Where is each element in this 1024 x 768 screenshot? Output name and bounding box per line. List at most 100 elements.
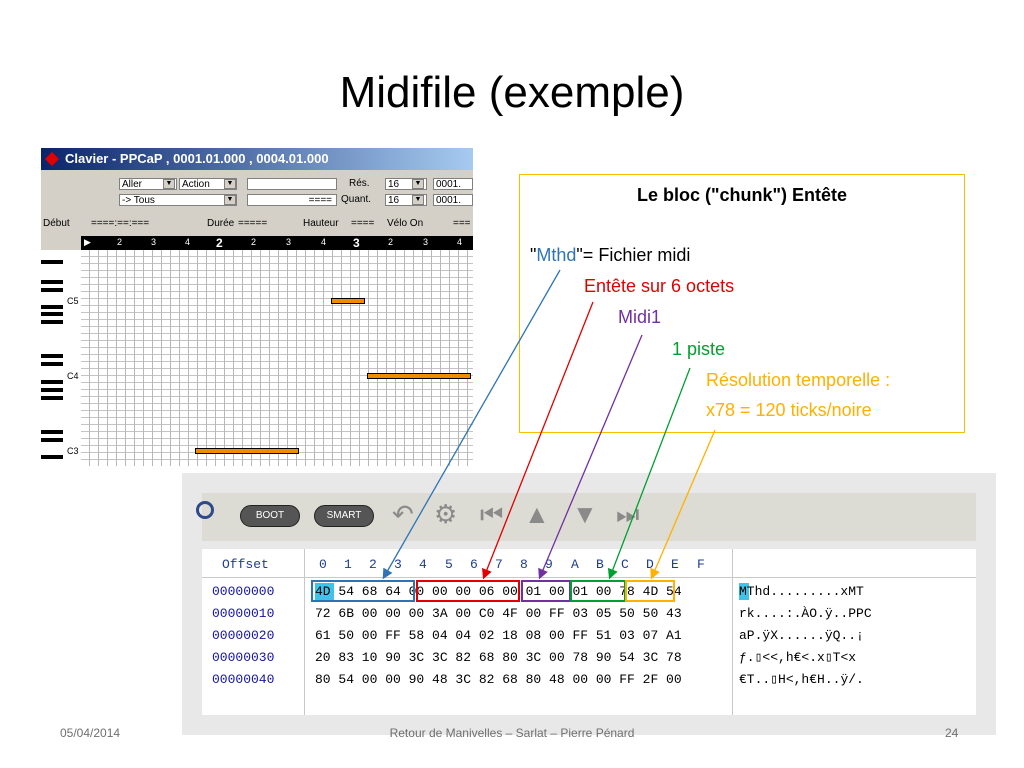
up-arrow-icon[interactable]: ▲ [524, 499, 550, 529]
dropdown-arrow-icon[interactable]: ▼ [412, 195, 424, 205]
offset-row: 00000010 [212, 606, 275, 621]
midi-note[interactable] [331, 298, 365, 304]
col-hauteur: Hauteur [303, 218, 339, 229]
position-field-2[interactable]: 0001. [433, 194, 473, 206]
black-key[interactable] [41, 354, 63, 358]
col-velo-value: === [453, 218, 471, 229]
midi-note[interactable] [367, 373, 471, 379]
aller-select[interactable]: Aller [119, 178, 177, 190]
black-key[interactable] [41, 430, 63, 434]
column-header: 7 [495, 557, 503, 572]
entete-line: Entête sur 6 octets [584, 276, 735, 296]
black-key[interactable] [41, 455, 63, 459]
mthd-line: "Mthd"= Fichier midi [530, 245, 690, 266]
black-key[interactable] [41, 388, 63, 392]
piano-keyboard[interactable]: C5 C4 C3 [41, 250, 82, 466]
equals-value: ==== [308, 195, 332, 206]
offset-row: 00000020 [212, 628, 275, 643]
black-key[interactable] [41, 288, 63, 292]
action-label: Action [182, 179, 210, 190]
ruler-tick: 4 [457, 237, 463, 247]
column-header: 3 [394, 557, 402, 572]
gear-icon[interactable]: ⚙ [434, 499, 458, 529]
hex-row[interactable]: 4D 54 68 64 00 00 00 06 00 01 00 01 00 7… [315, 584, 682, 599]
ruler-tick: 2 [117, 237, 123, 247]
column-header: 1 [344, 557, 352, 572]
footer-date: 05/04/2014 [60, 726, 121, 740]
ruler-tick: 3 [151, 237, 157, 247]
column-header: 6 [470, 557, 478, 572]
smart-button[interactable]: SMART [314, 505, 374, 527]
black-key[interactable] [41, 438, 63, 442]
column-header: A [571, 557, 579, 572]
hex-pane[interactable]: Offset 0 1 2 3 4 5 6 7 8 9 A B C D E F 0… [202, 549, 976, 715]
down-arrow-icon[interactable]: ▼ [572, 499, 598, 529]
ascii-row[interactable]: rk....:.ÀO.ÿ..PPC [739, 606, 872, 621]
length-highlight-box [416, 580, 520, 602]
playhead-icon[interactable]: ▶ [84, 237, 91, 247]
ascii-cursor-highlight [739, 583, 749, 600]
dropdown-arrow-icon[interactable]: ▼ [224, 195, 236, 205]
first-icon[interactable]: ⏮ [480, 499, 504, 529]
black-key[interactable] [41, 280, 63, 284]
ascii-row[interactable]: €T..▯H<,h€H..ÿ/. [739, 672, 864, 687]
hex-toolbar: BOOT SMART ↶ ⚙ ⏮ ▲ ▼ ⏭ [196, 493, 976, 541]
dropdown-arrow-icon[interactable]: ▼ [412, 179, 424, 189]
ascii-row[interactable]: ƒ.▯<<,h€<.x▯T<x [739, 650, 857, 665]
blank-input[interactable] [247, 178, 337, 190]
col-debut: Début [43, 218, 70, 229]
key-label-c5: C5 [67, 296, 79, 306]
column-header: 2 [369, 557, 377, 572]
ascii-row[interactable]: aP.ÿX......ÿQ..¡ [739, 628, 864, 643]
column-header: D [646, 557, 654, 572]
page-number: 24 [945, 726, 959, 740]
search-icon[interactable] [196, 501, 214, 519]
hex-row[interactable]: 80 54 00 00 90 48 3C 82 68 80 48 00 00 F… [315, 672, 682, 687]
ascii-row[interactable]: MThd.........xMT [739, 584, 864, 599]
ruler-tick: 4 [321, 237, 327, 247]
column-header: F [697, 557, 705, 572]
ruler-bar: 3 [353, 236, 360, 250]
res-label: Rés. [349, 178, 370, 189]
note-grid[interactable] [81, 250, 473, 466]
col-duree: Durée [207, 218, 235, 229]
footer-center: Retour de Manivelles – Sarlat – Pierre P… [389, 726, 635, 740]
position-value-1: 0001. [436, 179, 462, 190]
ruler-tick: 2 [388, 237, 394, 247]
dropdown-arrow-icon[interactable]: ▼ [163, 179, 175, 189]
ruler-tick: 3 [423, 237, 429, 247]
black-key[interactable] [41, 396, 63, 400]
position-field-1[interactable]: 0001. [433, 178, 473, 190]
black-key[interactable] [41, 312, 63, 316]
offset-row: 00000030 [212, 650, 275, 665]
header-chunk-info-box: Le bloc ("chunk") Entête "Mthd"= Fichier… [519, 174, 965, 433]
dropdown-arrow-icon[interactable]: ▼ [224, 179, 236, 189]
aller-label: Aller [122, 179, 143, 190]
tracks-highlight-box [570, 580, 626, 602]
hex-row[interactable]: 61 50 00 FF 58 04 04 02 18 08 00 FF 51 0… [315, 628, 682, 643]
black-key[interactable] [41, 380, 63, 384]
undo-icon[interactable]: ↶ [392, 499, 414, 529]
black-key[interactable] [41, 305, 63, 309]
hex-row[interactable]: 72 6B 00 00 00 3A 00 C0 4F 00 FF 03 05 5… [315, 606, 682, 621]
key-label-c4: C4 [67, 371, 79, 381]
mthd-word: Mthd [536, 245, 577, 265]
mthd-quote: " [530, 245, 537, 265]
boot-button[interactable]: BOOT [240, 505, 300, 527]
black-key[interactable] [41, 362, 63, 366]
ruler-tick: 4 [185, 237, 191, 247]
timeline-ruler[interactable]: ▶ 2 3 4 2 2 3 4 3 2 3 4 [81, 236, 473, 250]
col-duree-value: ===== [238, 218, 268, 229]
key-label-c3: C3 [67, 446, 79, 456]
ticks-line: x78 = 120 ticks/noire [706, 400, 872, 420]
equals-input[interactable]: ==== [247, 194, 337, 206]
last-icon[interactable]: ⏭ [616, 499, 640, 529]
piano-roll-window: Clavier - PPCaP , 0001.01.000 , 0004.01.… [41, 148, 473, 466]
midi-note[interactable] [195, 448, 299, 454]
black-key[interactable] [41, 260, 63, 264]
action-select[interactable]: Action [179, 178, 237, 190]
black-key[interactable] [41, 320, 63, 324]
hex-row[interactable]: 20 83 10 90 3C 3C 82 68 80 3C 00 78 90 5… [315, 650, 682, 665]
tous-select[interactable]: -> Tous [119, 194, 237, 206]
offset-row: 00000040 [212, 672, 275, 687]
